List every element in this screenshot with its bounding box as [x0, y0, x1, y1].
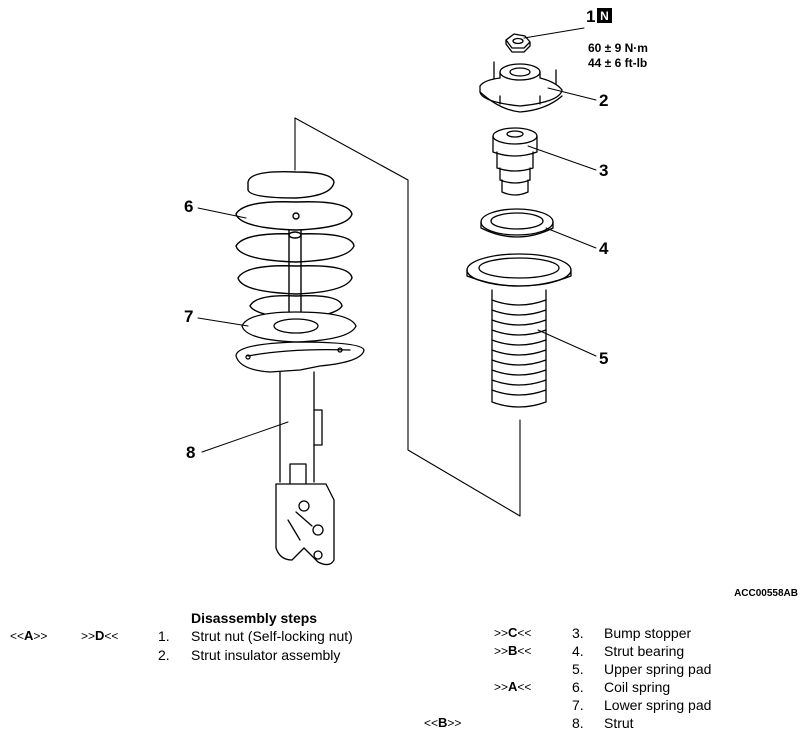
step-number: 5. — [572, 661, 584, 677]
service-tag: >>D<< — [81, 628, 119, 643]
new-part-badge-box — [597, 8, 612, 23]
assembly-bracket-lines — [294, 117, 521, 517]
step-text: Strut insulator assembly — [191, 647, 341, 663]
callout-3: 3 — [599, 161, 608, 180]
step-number: 8. — [572, 715, 584, 731]
step-number: 4. — [572, 643, 584, 659]
step-number: 1. — [158, 628, 170, 644]
new-part-badge: N — [600, 9, 609, 23]
callout-7: 7 — [184, 307, 193, 326]
callout-6: 6 — [184, 197, 193, 216]
step-number: 2. — [158, 647, 170, 663]
service-tag: >>A<< — [494, 679, 532, 694]
coil-spring — [235, 171, 355, 321]
step-number: 7. — [572, 697, 584, 713]
service-tag: >>C<< — [494, 625, 532, 640]
step-number: 6. — [572, 679, 584, 695]
upper-spring-pad-boot — [466, 253, 572, 408]
step-text: Upper spring pad — [604, 661, 712, 677]
steps-title: Disassembly steps — [191, 610, 318, 626]
service-tag: <<B>> — [424, 715, 462, 730]
strut-insulator — [479, 61, 563, 113]
strut-nut — [505, 33, 531, 53]
lower-spring-pad — [235, 311, 365, 373]
bump-stopper — [492, 127, 538, 196]
step-number: 3. — [572, 625, 584, 641]
step-text: Bump stopper — [604, 625, 692, 641]
callout-4: 4 — [599, 239, 609, 258]
callout-1: 1 — [586, 7, 595, 26]
step-text: Strut bearing — [604, 643, 685, 659]
torque-metric: 60 ± 9 N·m — [588, 41, 648, 55]
callout-5: 5 — [599, 349, 608, 368]
figure-code: ACC00558AB — [734, 588, 798, 599]
exploded-strut-diagram: 1 N 60 ± 9 N·m 44 ± 6 ft-lb 2 3 4 5 6 7 … — [184, 7, 648, 566]
step-text: Coil spring — [604, 679, 671, 695]
callout-8: 8 — [186, 443, 195, 462]
strut-body — [275, 371, 335, 566]
service-tag: <<A>> — [10, 628, 48, 643]
strut-bearing — [480, 208, 554, 238]
step-text: Lower spring pad — [604, 697, 712, 713]
step-text: Strut — [604, 715, 634, 731]
callout-2: 2 — [599, 91, 608, 110]
step-text: Strut nut (Self-locking nut) — [191, 628, 353, 644]
torque-imperial: 44 ± 6 ft-lb — [588, 56, 647, 70]
service-tag: >>B<< — [494, 643, 532, 658]
leader-lines — [197, 27, 597, 453]
